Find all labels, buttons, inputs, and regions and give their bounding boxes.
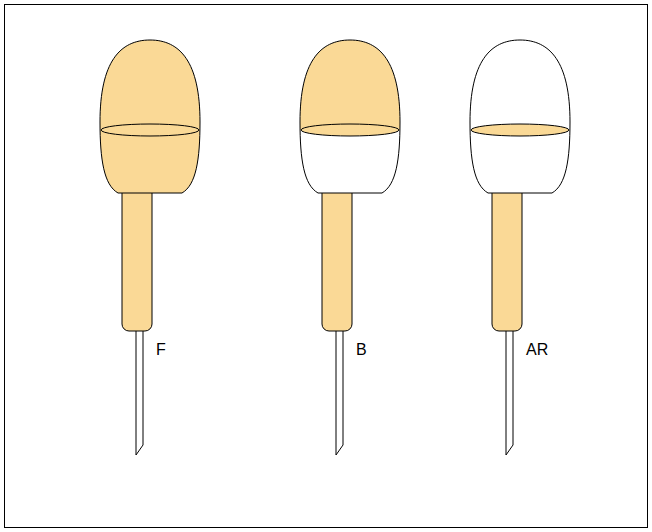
pipette-empty-bulb [470, 40, 570, 455]
pipette-full [100, 40, 200, 455]
pipette-label: F [156, 341, 166, 359]
pipette-label: AR [526, 341, 548, 359]
frame [5, 5, 648, 528]
pipette-label: B [356, 341, 367, 359]
pipette-partial [300, 40, 400, 455]
